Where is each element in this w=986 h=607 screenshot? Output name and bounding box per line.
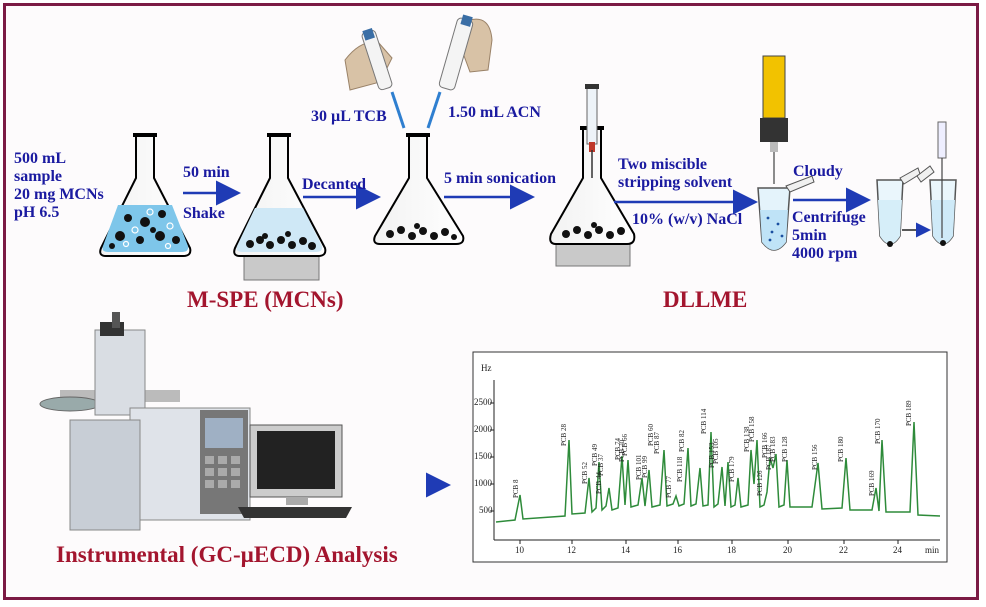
pipette-acn [426, 14, 493, 129]
dllme-title: DLLME [663, 287, 748, 312]
stripping-label: Two miscible stripping solvent [618, 156, 733, 191]
flask-elution [373, 133, 465, 245]
chromatogram [472, 351, 948, 563]
cloudy-label: Cloudy [793, 163, 843, 180]
sample-label: 500 mL sample 20 mg MCNs pH 6.5 [14, 150, 104, 221]
time-label: 50 min [183, 164, 230, 181]
computer-monitor [238, 424, 352, 518]
syringe-tube [757, 55, 815, 251]
centrifuge-label: Centrifuge 5min 4000 rpm [792, 209, 866, 262]
nacl-label: 10% (w/v) NaCl [632, 211, 743, 228]
shake-label: Shake [183, 205, 225, 222]
process-arrows [183, 180, 871, 498]
pipette-tcb [344, 28, 406, 129]
sonication-label: 5 min sonication [444, 170, 557, 187]
gc-instrument [39, 312, 251, 531]
flask-decant [233, 133, 327, 281]
tube-collected [902, 121, 957, 246]
tcb-label: 30 µL TCB [311, 108, 387, 125]
flask-sonication [549, 84, 636, 267]
tube-centrifuged [876, 167, 921, 247]
analysis-title: Instrumental (GC-µECD) Analysis [56, 542, 398, 567]
decanted-label: Decanted [302, 176, 366, 193]
flask-sample [99, 133, 192, 257]
mspe-title: M-SPE (MCNs) [187, 287, 344, 312]
acn-label: 1.50 mL ACN [448, 104, 541, 121]
